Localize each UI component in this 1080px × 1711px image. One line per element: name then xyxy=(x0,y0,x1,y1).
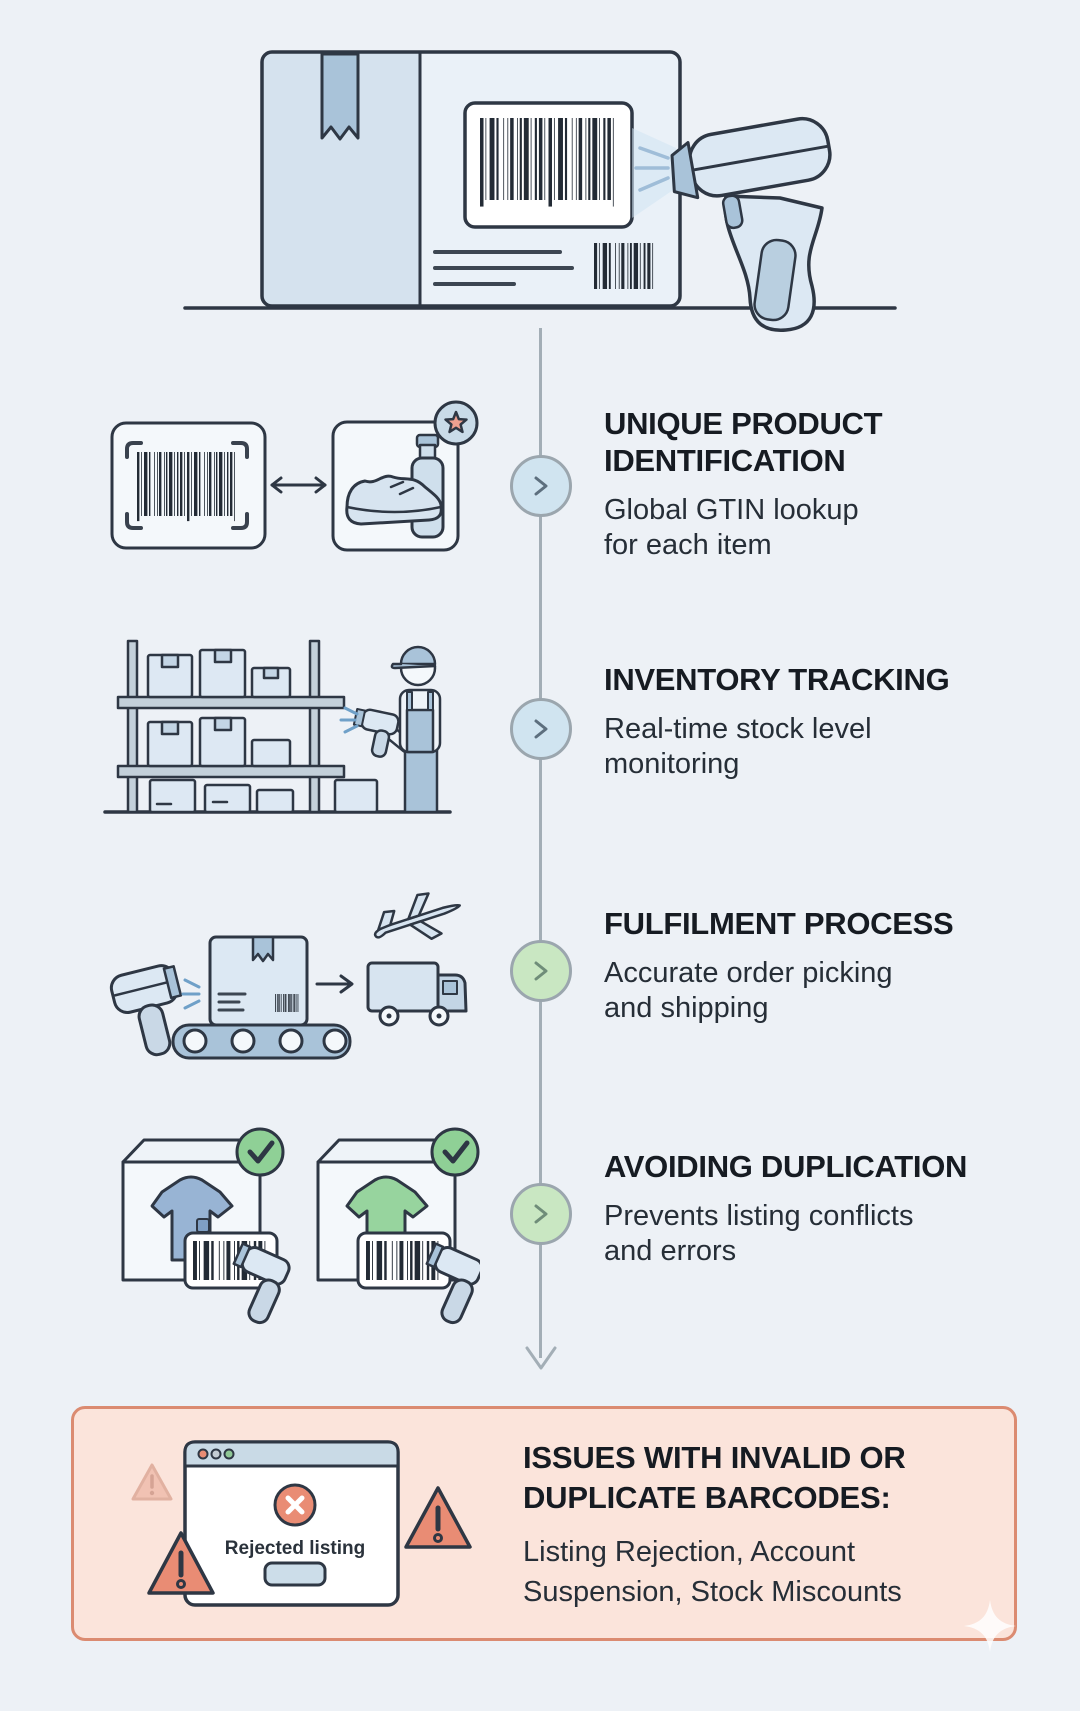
section-avoiding-duplication: AVOIDING DUPLICATION Prevents listing co… xyxy=(604,1148,1054,1269)
scan-frame-icon xyxy=(125,441,249,530)
arrow-right-icon xyxy=(315,974,354,994)
conveyor-belt-icon xyxy=(171,1023,352,1060)
section-subtitle: Accurate order picking and shipping xyxy=(604,957,893,1024)
package-box-icon xyxy=(260,50,682,308)
chevron-right-icon xyxy=(534,476,548,496)
alert-body: Listing Rejection, Account Suspension, S… xyxy=(523,1536,902,1608)
hand-scanner-icon xyxy=(425,1242,480,1325)
cap-icon xyxy=(399,645,437,666)
section-title: AVOIDING DUPLICATION xyxy=(604,1149,968,1184)
section-subtitle: Prevents listing conflicts and errors xyxy=(604,1200,914,1267)
window-dot-icon xyxy=(210,1448,222,1460)
timeline-node-2 xyxy=(510,698,572,760)
section-fulfilment-process: FULFILMENT PROCESS Accurate order pickin… xyxy=(604,905,1054,1026)
section-unique-product-identification: UNIQUE PRODUCT IDENTIFICATION Global GTI… xyxy=(604,405,1054,563)
window-dot-icon xyxy=(223,1448,235,1460)
scan-beam-icon xyxy=(339,706,359,734)
check-badge-icon xyxy=(430,1127,480,1177)
warning-triangle-icon xyxy=(404,1486,472,1549)
tshirt-icon xyxy=(150,1175,234,1262)
warehouse-shelf-scanning-illustration xyxy=(103,639,452,814)
scan-beam-icon xyxy=(181,978,201,1010)
conveyor-truck-plane-illustration xyxy=(109,892,468,1060)
product-card xyxy=(331,400,479,552)
timeline-node-4 xyxy=(510,1183,572,1245)
chevron-right-icon xyxy=(534,1204,548,1224)
warehouse-worker-icon xyxy=(377,645,442,814)
airplane-icon xyxy=(373,892,461,941)
star-badge-icon xyxy=(433,400,479,446)
alert-title: ISSUES WITH INVALID OR DUPLICATE BARCODE… xyxy=(523,1440,906,1515)
section-subtitle: Global GTIN lookup for each item xyxy=(604,494,859,561)
delivery-truck-icon xyxy=(366,961,468,1027)
small-barcode-icon xyxy=(594,243,654,289)
sneaker-icon xyxy=(345,474,443,526)
barcode-scanner-icon xyxy=(109,964,201,1057)
parcel-box-icon xyxy=(208,935,309,1027)
rejected-listing-label: Rejected listing xyxy=(225,1538,365,1559)
window-button xyxy=(263,1561,327,1587)
browser-window: Rejected listing xyxy=(183,1440,400,1607)
alert-text: ISSUES WITH INVALID OR DUPLICATE BARCODE… xyxy=(523,1438,993,1612)
section-subtitle: Real-time stock level monitoring xyxy=(604,713,872,780)
section-title: INVENTORY TRACKING xyxy=(604,662,950,697)
barcode-label xyxy=(463,101,634,229)
section-title: UNIQUE PRODUCT IDENTIFICATION xyxy=(604,406,883,478)
timeline-node-3 xyxy=(510,940,572,1002)
barcode-scanner-icon xyxy=(670,116,832,332)
package-barcode-scanner-illustration xyxy=(183,50,897,332)
barcode-to-product-match-illustration xyxy=(110,400,479,552)
error-x-icon xyxy=(273,1483,317,1527)
stock-boxes xyxy=(146,648,379,814)
hand-scanner-icon xyxy=(232,1242,291,1325)
check-badge-icon xyxy=(235,1127,285,1177)
chevron-right-icon xyxy=(534,719,548,739)
packing-tape-icon xyxy=(320,52,360,141)
section-title: FULFILMENT PROCESS xyxy=(604,906,954,941)
product-box-green xyxy=(316,1127,480,1325)
warning-triangle-icon xyxy=(147,1531,215,1595)
section-inventory-tracking: INVENTORY TRACKING Real-time stock level… xyxy=(604,661,1054,782)
address-lines xyxy=(433,250,574,286)
verified-products-scanning-illustration xyxy=(121,1127,480,1325)
rejected-listing-window-illustration: Rejected listing xyxy=(131,1440,472,1607)
window-dot-icon xyxy=(197,1448,209,1460)
warning-triangle-icon xyxy=(131,1463,173,1501)
timeline-line xyxy=(539,328,542,1358)
double-arrow-icon xyxy=(270,476,327,494)
timeline-node-1 xyxy=(510,455,572,517)
scan-beam-icon xyxy=(632,128,676,218)
product-box-blue xyxy=(121,1127,291,1325)
arrow-down-icon xyxy=(525,1346,557,1370)
barcode-label xyxy=(356,1231,452,1290)
chevron-right-icon xyxy=(534,961,548,981)
sparkle-icon xyxy=(964,1600,1016,1652)
barcode-card xyxy=(110,421,267,550)
